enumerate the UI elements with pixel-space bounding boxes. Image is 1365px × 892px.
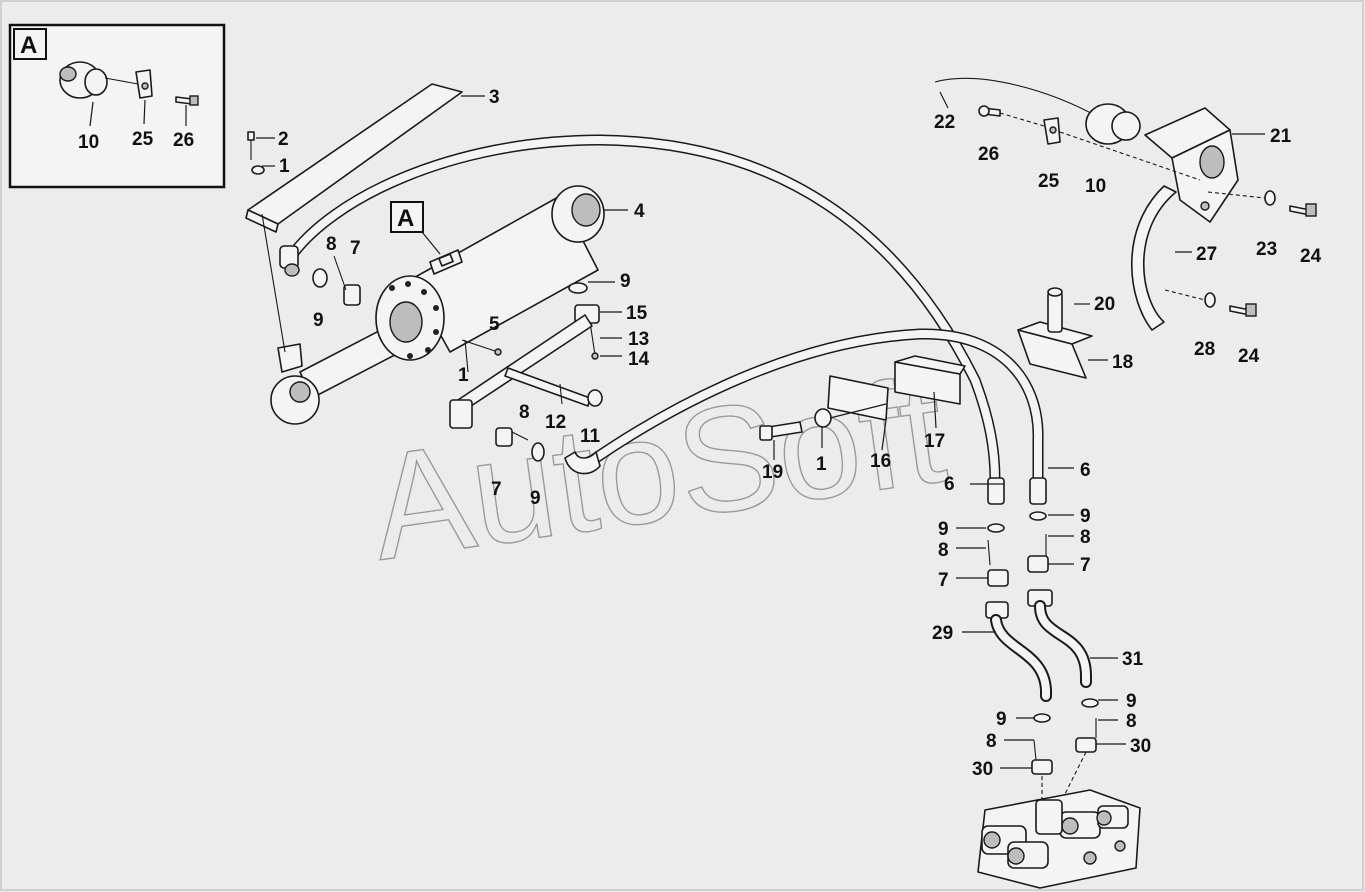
- sensor-bracket: [1144, 107, 1239, 223]
- label-1: 1: [816, 454, 827, 475]
- bolt-icon: [175, 95, 199, 106]
- hose-fittings-right: [987, 477, 1047, 505]
- label-8: 8: [519, 402, 530, 423]
- steel-tube: [449, 314, 603, 429]
- label-7: 7: [491, 479, 502, 500]
- label-6: 6: [1080, 460, 1091, 481]
- label-22: 22: [934, 112, 955, 133]
- label-9: 9: [313, 310, 324, 331]
- label-8: 8: [986, 731, 997, 752]
- inset-frame: [8, 23, 226, 189]
- label-29: 29: [932, 623, 953, 644]
- label-21: 21: [1270, 126, 1292, 147]
- hardware-left: [247, 131, 588, 462]
- label-9: 9: [1080, 506, 1091, 527]
- label-26: 26: [978, 144, 999, 165]
- label-7: 7: [1080, 555, 1091, 576]
- hose-clamp-assembly: [759, 355, 966, 441]
- label-14: 14: [628, 349, 650, 370]
- label-inset-26: 26: [173, 130, 194, 151]
- valve-connections: [985, 511, 1099, 802]
- label-24: 24: [1238, 346, 1260, 367]
- label-7: 7: [350, 238, 361, 259]
- label-23: 23: [1256, 239, 1277, 260]
- inset-title-box: [13, 28, 47, 60]
- label-inset-10: 10: [78, 132, 99, 153]
- label-31: 31: [1122, 649, 1144, 670]
- label-9: 9: [620, 271, 631, 292]
- hose-block: [1017, 287, 1093, 379]
- cover-plate: [245, 83, 463, 233]
- sensor-top: [978, 103, 1201, 181]
- cylinder-callout-a: A: [390, 201, 441, 255]
- part-labels: 10 25 26 2 1 3 4 8 7 9 9 15 13 14 5 1 8 …: [78, 87, 1322, 780]
- sensor-cable: [934, 77, 1101, 119]
- hose-fitting-left: [279, 245, 300, 277]
- label-16: 16: [870, 451, 891, 472]
- inset-a: A: [8, 23, 226, 189]
- label-inset-25: 25: [132, 129, 154, 150]
- inset-title: A: [20, 32, 37, 59]
- hose-return: [584, 328, 1044, 486]
- label-10: 10: [1085, 176, 1106, 197]
- label-30: 30: [1130, 736, 1151, 757]
- clip-icon: [135, 69, 153, 99]
- label-8: 8: [1080, 527, 1091, 548]
- hardware-right: [1164, 190, 1317, 317]
- label-3: 3: [489, 87, 500, 108]
- label-20: 20: [1094, 294, 1115, 315]
- label-15: 15: [626, 303, 648, 324]
- label-13: 13: [628, 329, 649, 350]
- control-valve: [977, 789, 1141, 889]
- label-9: 9: [530, 488, 541, 509]
- label-8: 8: [938, 540, 949, 561]
- label-2: 2: [278, 129, 289, 150]
- leader-lines: [256, 91, 1265, 769]
- label-17: 17: [924, 431, 945, 452]
- hydraulic-cylinder: [270, 185, 605, 425]
- label-30: 30: [972, 759, 993, 780]
- label-9: 9: [1126, 691, 1137, 712]
- sensor-icon: [59, 61, 139, 99]
- label-9: 9: [996, 709, 1007, 730]
- label-19: 19: [762, 462, 783, 483]
- label-7: 7: [938, 570, 949, 591]
- hose-long: [284, 134, 1001, 486]
- label-24: 24: [1300, 246, 1322, 267]
- label-11: 11: [580, 426, 601, 447]
- label-8: 8: [326, 234, 337, 255]
- label-9: 9: [938, 519, 949, 540]
- label-25: 25: [1038, 171, 1060, 192]
- hose-fitting-elbow: [564, 451, 601, 475]
- label-4: 4: [634, 201, 645, 222]
- label-6: 6: [944, 474, 955, 495]
- label-1: 1: [458, 365, 469, 386]
- label-27: 27: [1196, 244, 1217, 265]
- label-5: 5: [489, 314, 500, 335]
- label-8: 8: [1126, 711, 1137, 732]
- label-28: 28: [1194, 339, 1215, 360]
- hose-guard: [1130, 185, 1177, 331]
- label-1: 1: [279, 156, 290, 177]
- label-12: 12: [545, 412, 566, 433]
- watermark: AutoSoft: [361, 345, 954, 591]
- svg-text:A: A: [397, 205, 414, 232]
- label-18: 18: [1112, 352, 1133, 373]
